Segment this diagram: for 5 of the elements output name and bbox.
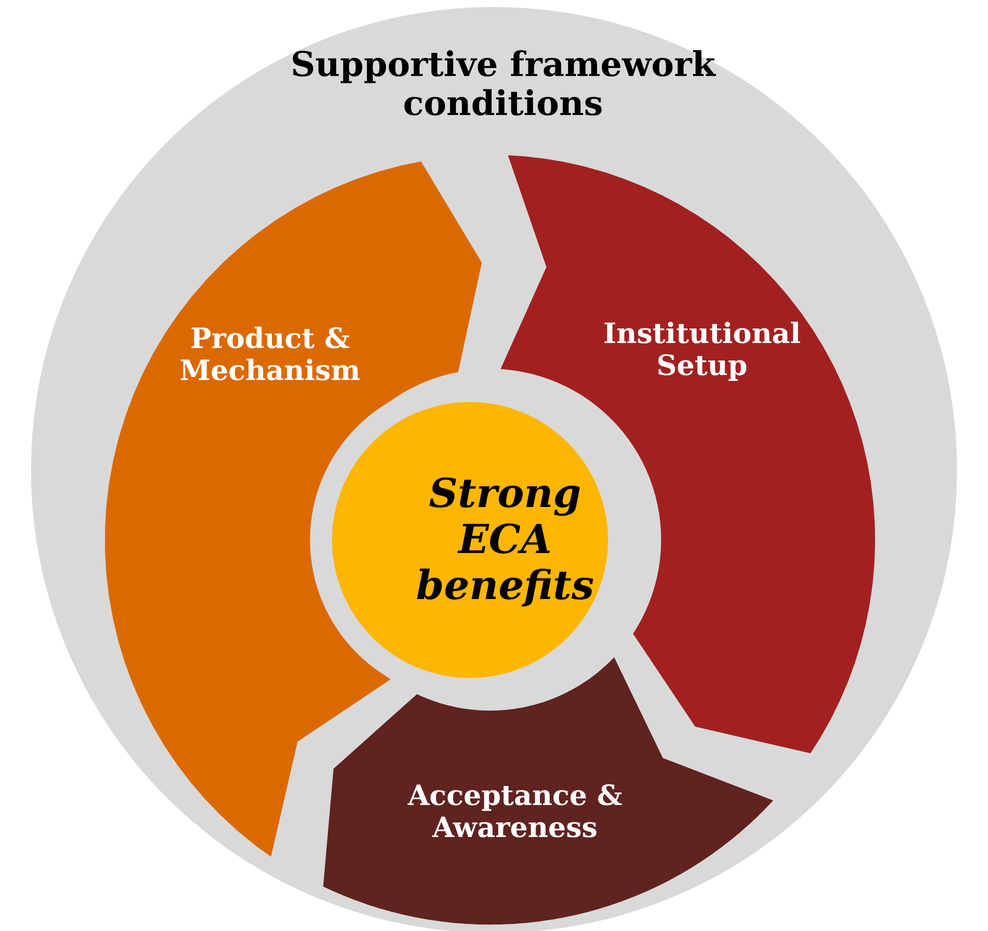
- node-label: Strong ECA benefits: [414, 471, 596, 609]
- node-label: Acceptance & Awareness: [406, 780, 624, 844]
- diagram-heading: Supportive framework conditions: [290, 46, 717, 124]
- node-label: Product & Mechanism: [178, 322, 362, 388]
- node-label: Institutional Setup: [602, 318, 802, 382]
